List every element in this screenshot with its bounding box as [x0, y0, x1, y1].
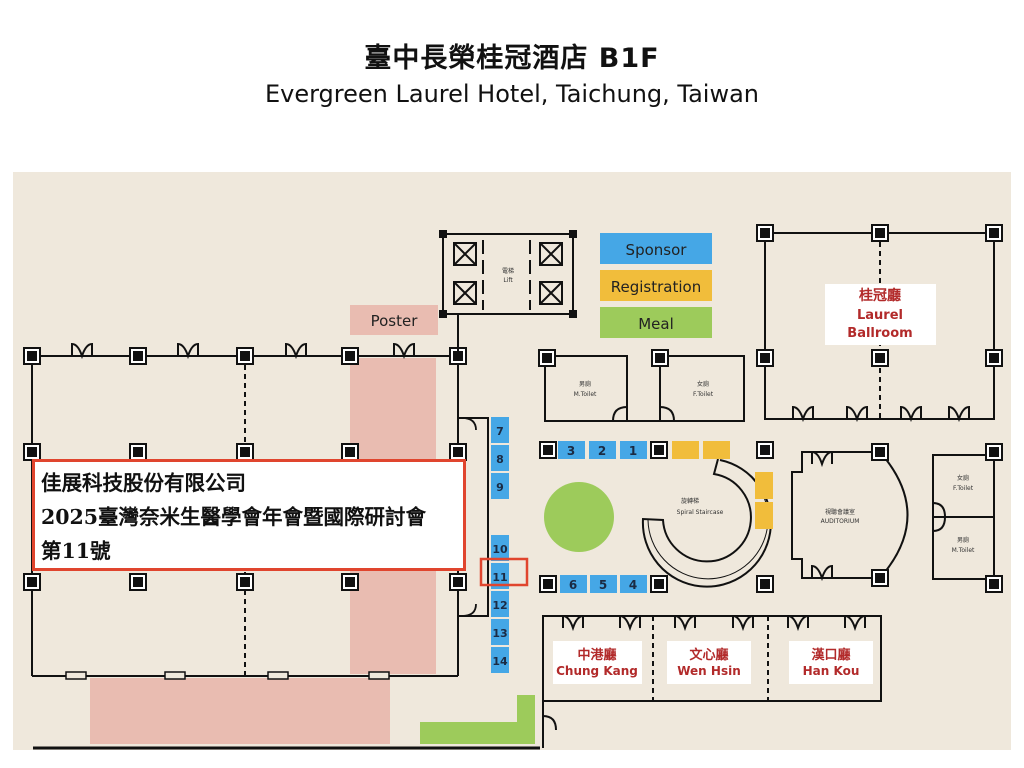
- booth-8-label: 8: [496, 453, 504, 466]
- booth-6-label: 6: [569, 578, 577, 592]
- booth-4-label: 4: [629, 578, 637, 592]
- booth-11[interactable]: [491, 563, 509, 589]
- m-toilet-2-cn: 男廁: [957, 536, 969, 544]
- laurel-cn: 桂冠廳: [858, 287, 901, 304]
- booth-5[interactable]: [590, 575, 617, 593]
- map-title-english: Evergreen Laurel Hotel, Taichung, Taiwan: [264, 80, 760, 108]
- chung-kang-cn: 中港廳: [577, 647, 616, 663]
- booth-9[interactable]: [491, 473, 509, 499]
- legend-registration-swatch: [600, 270, 712, 301]
- legend-meal-swatch: [600, 307, 712, 338]
- chung-kang-label-box: [553, 641, 642, 684]
- wen-hsin-en: Wen Hsin: [677, 664, 741, 678]
- booth-8[interactable]: [491, 445, 509, 471]
- f-toilet-1-en: F.Toilet: [693, 391, 714, 398]
- booth-7-label: 7: [496, 425, 504, 438]
- meal-area-circle: [544, 482, 614, 552]
- booth-10[interactable]: [491, 535, 509, 561]
- han-kou-en: Han Kou: [803, 664, 860, 678]
- booth-2-label: 2: [598, 444, 606, 458]
- toilet-block-central: [544, 355, 745, 422]
- m-toilet-1-cn: 男廁: [579, 380, 591, 388]
- booth-callout: 佳展科技股份有限公司 2025臺灣奈米生醫學會年會暨國際研討會 第11號: [32, 459, 466, 571]
- booth-12[interactable]: [491, 591, 509, 617]
- booth-6[interactable]: [560, 575, 587, 593]
- booth-13[interactable]: [491, 619, 509, 645]
- booth-3[interactable]: [558, 441, 585, 459]
- auditorium-en: AUDITORIUM: [821, 518, 860, 525]
- booth-10-label: 10: [492, 543, 508, 556]
- booth-3-label: 3: [567, 444, 575, 458]
- m-toilet-1-en: M.Toilet: [574, 391, 597, 398]
- toilet-block-east: [932, 454, 995, 580]
- registration-desks: [672, 441, 773, 529]
- chung-kang-en: Chung Kang: [556, 664, 638, 678]
- callout-event: 2025臺灣奈米生醫學會年會暨國際研討會: [41, 505, 427, 529]
- west-hall-doors: [65, 343, 477, 680]
- laurel-label-box: [825, 284, 936, 345]
- booth-11-highlight: [479, 557, 529, 587]
- lift-label-en: Lift: [503, 277, 513, 284]
- wen-hsin-cn: 文心廳: [689, 647, 728, 663]
- booth-2[interactable]: [589, 441, 616, 459]
- south-rooms-walls: [542, 615, 882, 748]
- spiral-en: Spiral Staircase: [677, 509, 724, 516]
- callout-company: 佳展科技股份有限公司: [41, 471, 246, 495]
- booth-row-top: 3 2 1: [558, 441, 647, 459]
- map-title-chinese: 臺中長榮桂冠酒店 B1F: [364, 43, 660, 74]
- booth-1-label: 1: [629, 444, 637, 458]
- f-toilet-2-en: F.Toilet: [953, 485, 974, 492]
- booth-7[interactable]: [491, 417, 509, 443]
- booth-11-label: 11: [492, 571, 507, 584]
- auditorium-walls: [791, 451, 909, 579]
- booth-4[interactable]: [620, 575, 647, 593]
- booth-14[interactable]: [491, 647, 509, 673]
- booth-column: 7 8 9 10 11 12 13 14: [491, 417, 509, 673]
- booth-13-label: 13: [492, 627, 507, 640]
- auditorium-cn: 視聽會議室: [825, 508, 855, 516]
- han-kou-label-box: [789, 641, 873, 684]
- legend-sponsor-label: Sponsor: [626, 241, 688, 259]
- meal-area-corner: [420, 695, 535, 744]
- laurel-en-2: Ballroom: [847, 326, 912, 341]
- wen-hsin-label-box: [667, 641, 751, 684]
- f-toilet-1-cn: 女廁: [697, 380, 709, 388]
- f-toilet-2-cn: 女廁: [957, 474, 969, 482]
- booth-1[interactable]: [620, 441, 647, 459]
- callout-booth: 第11號: [41, 539, 111, 563]
- booth-12-label: 12: [492, 599, 507, 612]
- booth-14-label: 14: [492, 655, 508, 668]
- legend-sponsor-swatch: [600, 233, 712, 264]
- booth-row-bottom: 6 5 4: [560, 575, 647, 593]
- han-kou-cn: 漢口廳: [811, 647, 850, 663]
- legend-registration-label: Registration: [611, 278, 701, 296]
- m-toilet-2-en: M.Toilet: [952, 547, 975, 554]
- poster-zone-horizontal: [90, 678, 390, 744]
- lift-shaft: [442, 233, 574, 356]
- booth-5-label: 5: [599, 578, 607, 592]
- legend-meal-label: Meal: [638, 315, 674, 333]
- laurel-en-1: Laurel: [857, 308, 903, 323]
- lift-label-cn: 電梯: [502, 267, 514, 275]
- spiral-cn: 旋轉梯: [681, 497, 699, 505]
- poster-label-box: [350, 305, 438, 335]
- booth-9-label: 9: [496, 481, 504, 494]
- poster-label: Poster: [371, 312, 419, 330]
